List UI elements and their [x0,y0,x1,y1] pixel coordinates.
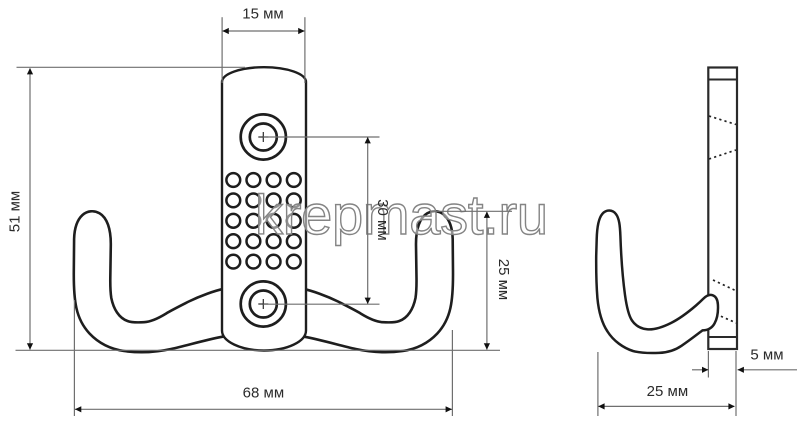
svg-text:68 мм: 68 мм [243,384,284,401]
svg-text:30 мм: 30 мм [374,199,391,240]
svg-text:krepmast.ru: krepmast.ru [255,183,548,246]
svg-text:15 мм: 15 мм [242,6,283,23]
svg-text:5 мм: 5 мм [750,347,783,364]
svg-text:51 мм: 51 мм [7,191,24,232]
svg-text:25 мм: 25 мм [647,383,688,400]
svg-text:25 мм: 25 мм [495,259,512,300]
